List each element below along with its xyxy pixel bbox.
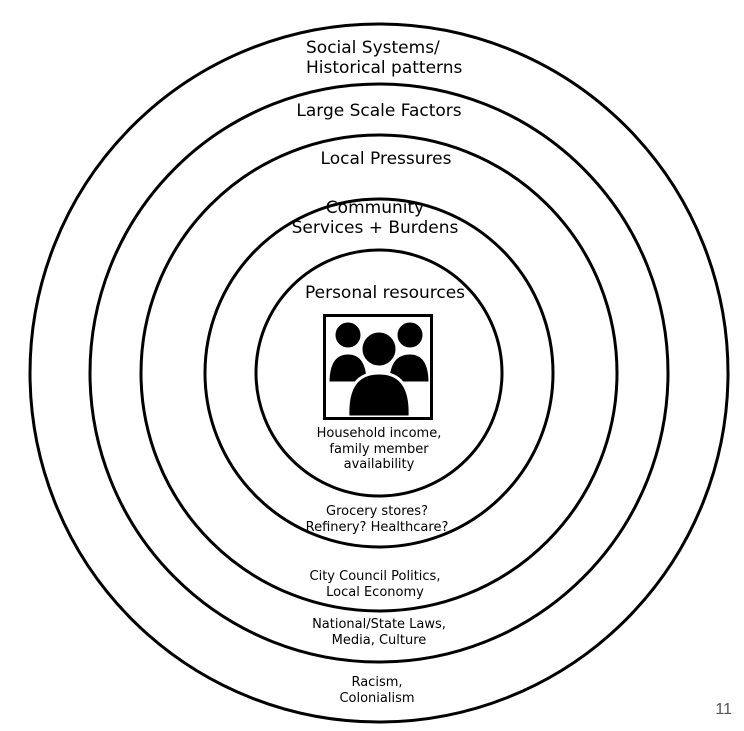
ring-social-systems	[28, 22, 730, 724]
page-number: 11	[715, 701, 732, 718]
ring-desc-line: Colonialism	[339, 690, 415, 706]
ring-desc-line: availability	[343, 457, 415, 473]
ring-desc-line: family member	[329, 441, 429, 457]
ring-title-social-systems: Social Systems/ Historical patterns	[306, 38, 462, 79]
ring-desc-local-pressures: City Council Politics, Local Economy	[0, 569, 744, 600]
ring-title-line: Community	[325, 198, 425, 218]
ring-local-pressures	[139, 133, 619, 613]
ring-title-line: Social Systems/	[306, 38, 440, 58]
ring-title-local-pressures: Local Pressures	[320, 149, 452, 169]
ring-desc-line: Refinery? Healthcare?	[305, 519, 449, 535]
ring-title-large-scale: Large Scale Factors	[296, 101, 462, 121]
ring-desc-line: Household income,	[316, 426, 442, 441]
ring-desc-line: Racism,	[351, 675, 403, 690]
ring-large-scale	[88, 82, 670, 664]
ring-desc-line: City Council Politics,	[309, 569, 441, 584]
ring-desc-line: National/State Laws,	[312, 617, 446, 632]
ring-desc-large-scale: National/State Laws, Media, Culture	[0, 617, 744, 648]
ring-desc-line: Local Economy	[326, 584, 424, 600]
ring-title-line: Historical patterns	[306, 58, 463, 79]
ring-desc-social-systems: Racism, Colonialism	[0, 675, 744, 706]
ring-personal	[254, 248, 504, 498]
ring-desc-community: Grocery stores? Refinery? Healthcare?	[0, 504, 744, 535]
ring-title-line: Services + Burdens	[291, 218, 459, 239]
ring-desc-line: Media, Culture	[331, 632, 427, 648]
ring-community	[203, 197, 555, 549]
ring-title-personal: Personal resources	[304, 283, 466, 303]
ring-title-community: Community Services + Burdens	[0, 198, 744, 239]
ring-desc-line: Grocery stores?	[326, 504, 428, 519]
people-group-icon	[323, 314, 433, 420]
ring-desc-personal: Household income, family member availabi…	[0, 426, 744, 473]
